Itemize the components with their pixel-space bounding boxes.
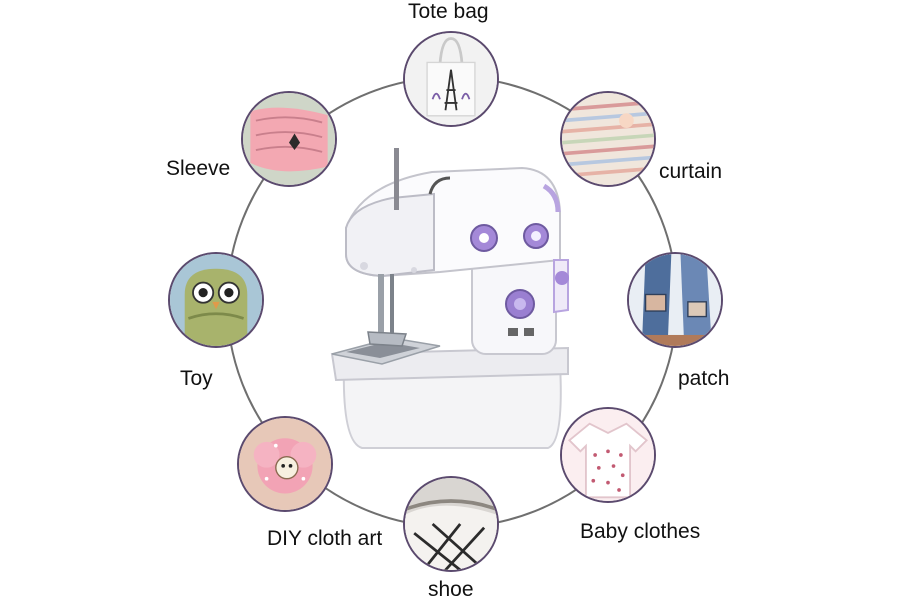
tote-bag-image: [403, 31, 499, 127]
label-curtain: curtain: [659, 160, 723, 183]
label-diy-cloth-art: DIY cloth art: [267, 527, 383, 550]
mini-sewing-machine-image: [322, 142, 588, 460]
shoe-image: [403, 476, 499, 572]
label-shoe: shoe: [428, 578, 474, 601]
label-baby-clothes: Baby clothes: [580, 520, 701, 543]
label-tote-bag: Tote bag: [408, 0, 489, 23]
toy-image: [168, 252, 264, 348]
label-patch: patch: [678, 367, 730, 390]
patch-image: [627, 252, 723, 348]
curtain-image: [560, 91, 656, 187]
label-sleeve: Sleeve: [166, 157, 231, 180]
diy-cloth-art-image: [237, 416, 333, 512]
label-toy: Toy: [180, 367, 213, 390]
sleeve-image: [241, 91, 337, 187]
baby-clothes-image: [560, 407, 656, 503]
